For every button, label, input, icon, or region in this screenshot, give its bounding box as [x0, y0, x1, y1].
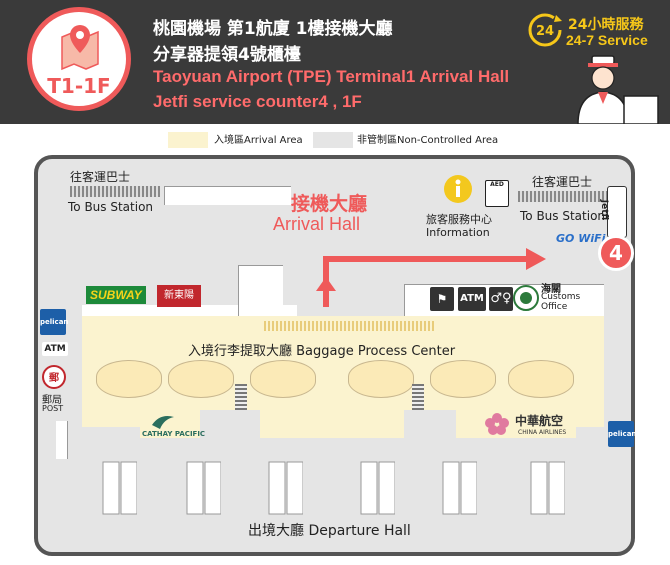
customs-en-1: Customs — [541, 292, 581, 302]
bus-right-zh: 往客運巴士 — [532, 175, 593, 189]
china-airlines-en: CHINA AIRLINES — [518, 429, 567, 436]
bus-right-en: To Bus Station — [520, 209, 606, 223]
map-pin-icon — [61, 25, 99, 71]
wall-block — [238, 265, 283, 317]
china-airlines-zh: 中華航空 — [515, 414, 564, 428]
staff-person-icon — [577, 55, 659, 124]
door-icon — [102, 461, 137, 515]
china-airlines-logo-icon — [485, 413, 509, 435]
arrival-gate — [264, 321, 436, 331]
door-icon — [530, 461, 565, 515]
gowifi-label: GO WiFi — [556, 232, 606, 245]
door-icon — [442, 461, 477, 515]
post-zh: 郵局 — [42, 395, 62, 406]
departure-label: 出境大廳 Departure Hall — [248, 523, 411, 539]
legend-non-controlled-label: 非管制區Non-Controlled Area — [357, 135, 499, 146]
service-zh: 24小時服務 — [568, 17, 644, 33]
customs-zh: 海關 — [541, 284, 561, 295]
baggage-service-icon: ⚑ — [430, 287, 454, 311]
baggage-carousel — [430, 360, 496, 398]
cathay-label: CATHAY PACIFIC — [142, 430, 206, 438]
atm-right: ATM — [458, 287, 486, 311]
legend-swatch-non-controlled — [313, 132, 353, 148]
customs-icon — [513, 285, 539, 311]
legend-arrival-label: 入境區Arrival Area — [214, 135, 303, 146]
clock-24-icon: 24 — [528, 13, 562, 47]
baggage-carousel — [96, 360, 162, 398]
bus-right-gate — [518, 191, 608, 202]
information-icon — [444, 175, 472, 203]
jetfi-sign: Jetfi — [599, 186, 627, 238]
wall-block — [164, 186, 291, 205]
title-zh-line1: 桃園機場 第1航廈 1樓接機大廳 — [153, 19, 393, 39]
title-en-line1: Taoyuan Airport (TPE) Terminal1 Arrival … — [153, 67, 510, 86]
door-icon — [360, 461, 395, 515]
restroom-icon: ♂♀ — [489, 287, 513, 311]
terminal-map: 往客運巴士 To Bus Station 往客運巴士 To Bus Statio… — [34, 155, 636, 556]
counter-4-badge[interactable]: 4 — [598, 235, 634, 271]
xindongyang-logo: 新東陽 — [157, 285, 201, 307]
post-office-icon: 郵 — [42, 365, 66, 389]
baggage-carousel — [508, 360, 574, 398]
baggage-label: 入境行李提取大廳 Baggage Process Center — [188, 344, 456, 359]
route-arrow — [316, 248, 546, 307]
gap-block — [404, 410, 456, 445]
title-en-line2: Jetfi service counter4 , 1F — [153, 92, 362, 111]
baggage-carousel — [348, 360, 414, 398]
bus-left-zh: 往客運巴士 — [70, 170, 131, 184]
info-zh: 旅客服務中心 — [426, 213, 492, 226]
aed-label: AED — [490, 181, 504, 188]
wall-block — [56, 421, 68, 459]
aed-icon: AED — [485, 180, 509, 207]
info-en: Information — [426, 226, 490, 239]
pelican-logo-icon: pelican — [608, 421, 636, 447]
bus-left-gate — [70, 186, 160, 197]
atm-left: ATM — [42, 342, 68, 356]
service-en: 24-7 Service — [566, 32, 648, 48]
legend-swatch-arrival — [168, 132, 208, 148]
arrival-hall-en: Arrival Hall — [273, 214, 361, 234]
title-zh-line2: 分享器提領4號櫃檯 — [153, 45, 301, 65]
baggage-carousel — [168, 360, 234, 398]
svg-text:郵: 郵 — [49, 371, 59, 384]
jetfi-label: Jetfi — [599, 199, 610, 221]
door-icon — [186, 461, 221, 515]
baggage-carousel — [250, 360, 316, 398]
gap-block — [200, 410, 260, 445]
door-icon — [268, 461, 303, 515]
location-code: T1-1F — [47, 74, 111, 98]
location-badge: T1-1F — [27, 7, 131, 111]
badge-number: 24 — [536, 24, 554, 39]
customs-en-2: Office — [541, 302, 568, 312]
post-en: POST — [42, 404, 64, 413]
arrival-hall-zh: 接機大廳 — [291, 193, 368, 215]
header-bar: T1-1F 桃園機場 第1航廈 1樓接機大廳 分享器提領4號櫃檯 Taoyuan… — [0, 0, 670, 124]
cathay-logo-icon — [152, 416, 174, 429]
subway-logo: SUBWAY — [86, 286, 146, 304]
pelican-logo-icon: pelican — [40, 309, 68, 335]
bus-left-en: To Bus Station — [68, 200, 154, 214]
